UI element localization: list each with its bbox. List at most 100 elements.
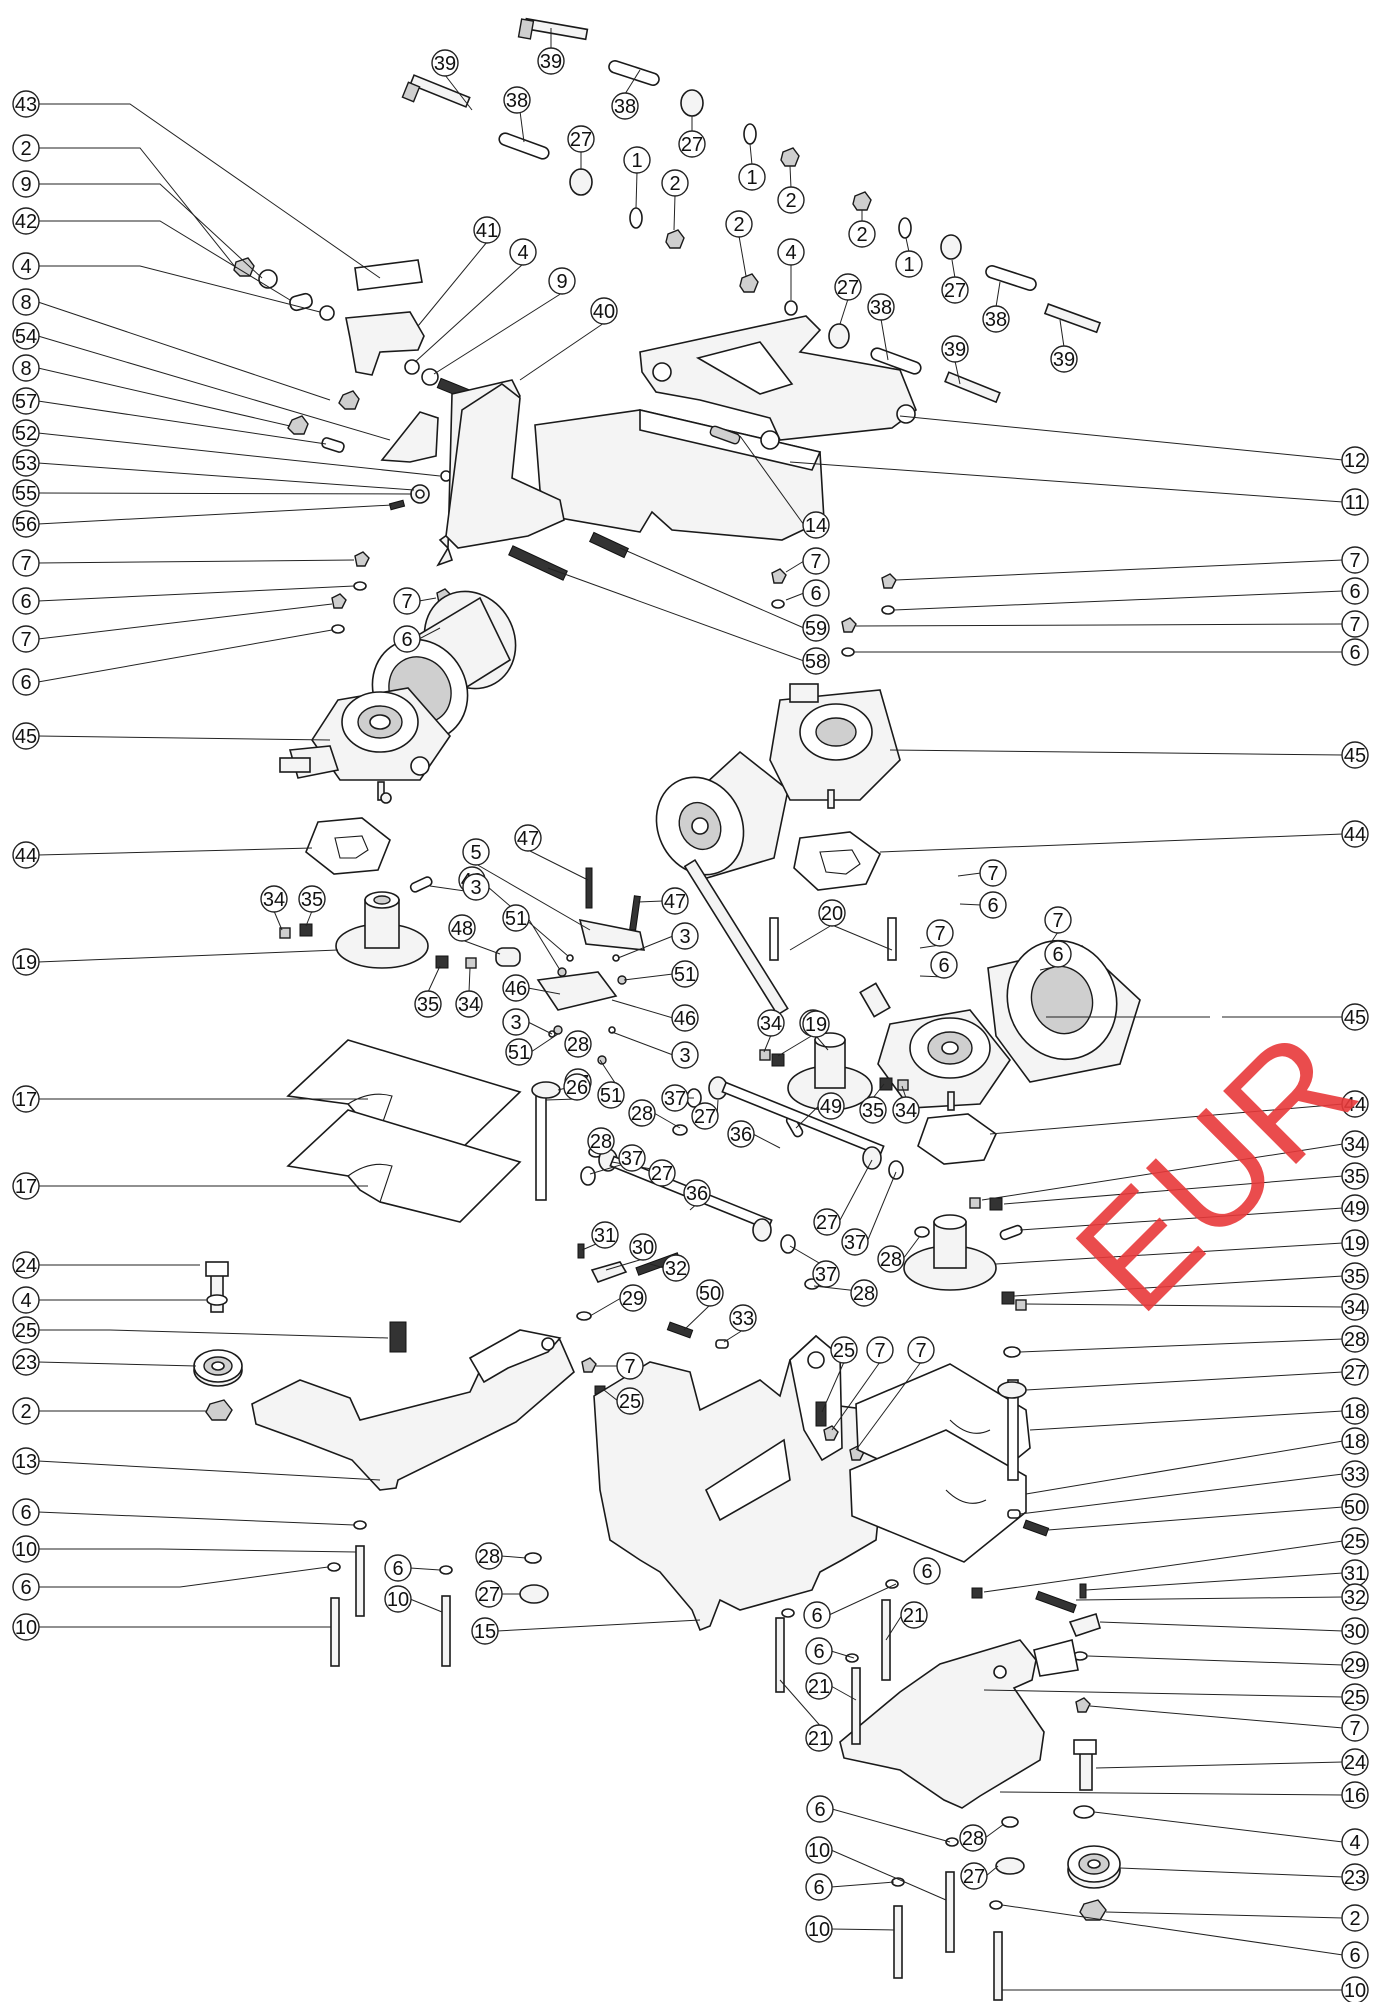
callout-27: 27 xyxy=(941,276,969,304)
bolt-10-br2 xyxy=(893,1905,903,1979)
callout-7: 7 xyxy=(802,547,830,575)
callout-number: 36 xyxy=(686,1183,708,1205)
callout-31: 31 xyxy=(591,1221,619,1249)
callout-circle xyxy=(12,170,40,198)
washer-6-r2 xyxy=(841,647,855,657)
callout-25: 25 xyxy=(12,1316,40,1344)
nut-2-left xyxy=(233,257,255,277)
callout-1: 1 xyxy=(738,163,766,191)
callout-number: 7 xyxy=(1052,910,1063,932)
callout-circle xyxy=(830,1336,858,1364)
callout-circle xyxy=(648,1159,676,1187)
washer-1 xyxy=(629,207,643,229)
callout-21: 21 xyxy=(805,1672,833,1700)
callout-circle xyxy=(1341,1090,1369,1118)
callout-circle xyxy=(1341,1003,1369,1031)
callout-circle xyxy=(818,899,846,927)
callout-6: 6 xyxy=(913,1557,941,1585)
callout-circle xyxy=(777,238,805,266)
callout-25: 25 xyxy=(830,1336,858,1364)
callout-number: 6 xyxy=(20,591,31,613)
callout-circle xyxy=(1341,1863,1369,1891)
frame-12-arm xyxy=(695,341,794,395)
callout-48: 48 xyxy=(448,914,476,942)
callout-circle xyxy=(12,668,40,696)
callout-51: 51 xyxy=(505,1038,533,1066)
callout-circle xyxy=(12,288,40,316)
bolt-10-br3 xyxy=(993,1931,1003,2001)
callout-number: 6 xyxy=(1349,581,1360,603)
nut-7-r2 xyxy=(841,617,857,633)
callout-number: 18 xyxy=(1344,1431,1366,1453)
callout-number: 43 xyxy=(15,94,37,116)
callout-circle xyxy=(930,951,958,979)
nut-2-br xyxy=(1079,1899,1107,1921)
callout-circle xyxy=(502,974,530,1002)
callout-28: 28 xyxy=(475,1542,503,1570)
frame-15-hole xyxy=(807,1351,825,1369)
callout-28: 28 xyxy=(1341,1325,1369,1353)
callout-7: 7 xyxy=(393,587,421,615)
callout-number: 55 xyxy=(15,483,37,505)
callout-40: 40 xyxy=(590,297,618,325)
callout-circle xyxy=(777,186,805,214)
callout-50: 50 xyxy=(1341,1493,1369,1521)
callout-circle xyxy=(982,305,1010,333)
callout-circle xyxy=(473,216,501,244)
callout-circle xyxy=(1341,610,1369,638)
callout-34: 34 xyxy=(892,1096,920,1124)
callout-number: 57 xyxy=(15,391,37,413)
callout-circle xyxy=(12,1172,40,1200)
callout-circle xyxy=(431,49,459,77)
washer-6-br1 xyxy=(945,1837,959,1847)
callout-circle xyxy=(12,549,40,577)
washer-6-a xyxy=(353,581,367,591)
callout-59: 59 xyxy=(802,614,830,642)
callout-circle xyxy=(628,1099,656,1127)
callout-number: 8 xyxy=(20,292,31,314)
bushing-27-plate xyxy=(531,1081,561,1099)
callout-circle xyxy=(683,1179,711,1207)
callout-circle xyxy=(1050,345,1078,373)
callout-24: 24 xyxy=(12,1251,40,1279)
callout-number: 10 xyxy=(808,1840,830,1862)
washer-1-c xyxy=(898,217,912,239)
callout-circle xyxy=(662,1254,690,1282)
callout-number: 53 xyxy=(15,453,37,475)
washer-9 xyxy=(258,269,278,289)
callout-number: 7 xyxy=(934,923,945,945)
callout-circle xyxy=(591,1221,619,1249)
callout-7: 7 xyxy=(12,625,40,653)
washer-37-b xyxy=(580,1166,596,1186)
base-13-flange xyxy=(468,1329,562,1384)
callout-number: 34 xyxy=(458,994,480,1016)
callout-6: 6 xyxy=(12,587,40,615)
motor-45-right-top xyxy=(655,683,901,881)
callout-number: 21 xyxy=(808,1676,830,1698)
callout-10: 10 xyxy=(805,1836,833,1864)
callout-circle xyxy=(462,838,490,866)
callout-circle xyxy=(12,207,40,235)
callout-45: 45 xyxy=(1341,741,1369,769)
frame-11-hole xyxy=(760,430,780,450)
callout-53: 53 xyxy=(12,449,40,477)
callout-2: 2 xyxy=(12,1397,40,1425)
washer-6-b xyxy=(331,624,345,634)
callout-35: 35 xyxy=(298,885,326,913)
callout-circle xyxy=(616,1352,644,1380)
callout-number: 39 xyxy=(540,51,562,73)
callout-24: 24 xyxy=(1341,1748,1369,1776)
callout-number: 51 xyxy=(505,908,527,930)
callout-number: 2 xyxy=(669,173,680,195)
callout-circle xyxy=(1044,906,1072,934)
callout-circle xyxy=(757,1009,785,1037)
nut-8 xyxy=(338,390,360,410)
washer-4 xyxy=(784,300,798,316)
callout-circle xyxy=(567,125,595,153)
pin-34-left-b xyxy=(465,957,477,969)
washer-28-bm xyxy=(524,1552,542,1564)
callout-number: 37 xyxy=(621,1148,643,1170)
callout-number: 29 xyxy=(622,1288,644,1310)
callout-circle xyxy=(812,1260,840,1288)
callout-number: 32 xyxy=(1344,1587,1366,1609)
